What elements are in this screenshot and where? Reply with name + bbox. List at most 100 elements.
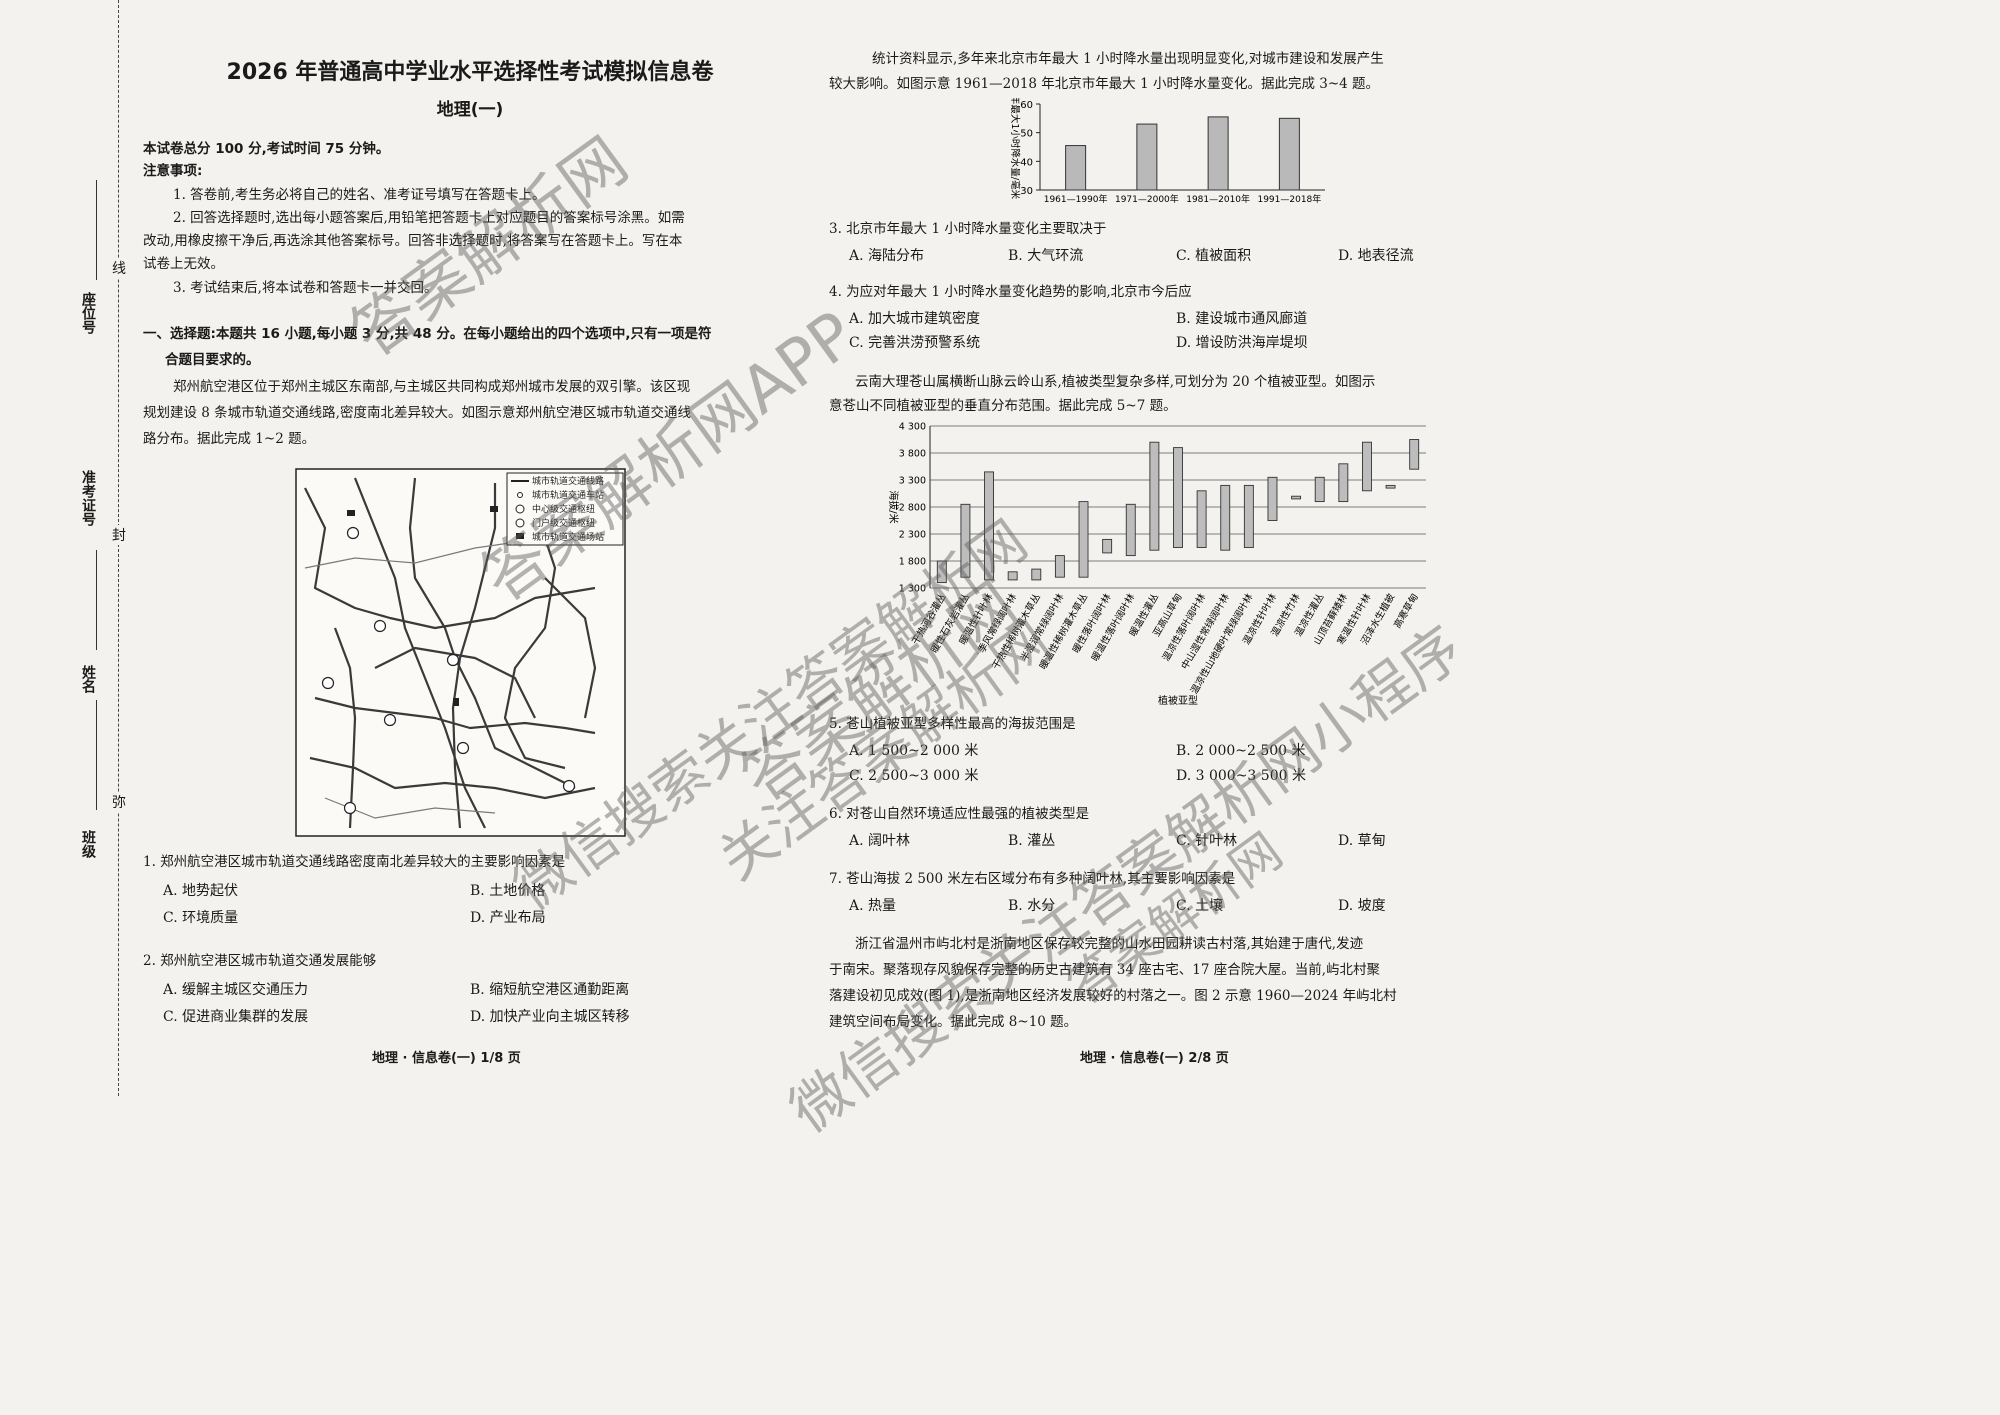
range-bar (1078, 501, 1089, 578)
q5-option-d[interactable]: D. 3 000~3 500 米 (1176, 768, 1306, 784)
y-tick-label: 60 (1020, 100, 1033, 111)
binding-char-seal: 封 (112, 525, 126, 545)
q3-option-d[interactable]: D. 地表径流 (1338, 248, 1414, 264)
x-axis-label: 植被亚型 (1158, 694, 1198, 707)
passage-4-line-1: 浙江省温州市屿北村是浙南地区保存较完整的山水田园耕读古村落,其始建于唐代,发迹 (855, 936, 1364, 952)
q2-option-a[interactable]: A. 缓解主城区交通压力 (163, 982, 309, 998)
x-tick-label: 1961—1990年 (1044, 193, 1108, 205)
q4-option-c[interactable]: C. 完善洪涝预警系统 (849, 335, 981, 351)
q6-option-c[interactable]: C. 针叶林 (1176, 833, 1238, 849)
y-axis-label: 海拔/米 (887, 490, 900, 523)
passage-4-line-4: 建筑空间布局变化。据此完成 8~10 题。 (829, 1014, 1078, 1030)
q3-stem: 3. 北京市年最大 1 小时降水量变化主要取决于 (829, 221, 1107, 237)
range-bar (960, 503, 971, 578)
x-tick-label: 1971—2000年 (1115, 193, 1179, 205)
legend-line: 城市轨道交通线路 (532, 475, 604, 487)
binding-char-secret: 弥 (112, 792, 126, 812)
range-bar (1125, 503, 1136, 557)
exam-subtitle: 地理(一) (436, 100, 504, 120)
q4-option-b[interactable]: B. 建设城市通风廊道 (1176, 311, 1308, 327)
exam-title: 2026 年普通高中学业水平选择性考试模拟信息卷 (226, 60, 714, 85)
y-tick-label: 30 (1020, 186, 1033, 197)
q4-option-a[interactable]: A. 加大城市建筑密度 (849, 311, 981, 327)
x-tick-label: 1991—2018年 (1257, 193, 1321, 205)
notice-item-2-cont: 改动,用橡皮擦干净后,再选涂其他答案标号。回答非选择题时,将答案写在答题卡上。写… (143, 233, 683, 249)
class-label: 班级 (80, 830, 96, 858)
range-bar (1314, 476, 1325, 503)
legend-gateway-hub: 门户级交通枢纽 (532, 517, 595, 529)
bar (1136, 123, 1158, 191)
y-tick-label: 1 800 (899, 557, 926, 568)
q6-option-a[interactable]: A. 阔叶林 (849, 833, 911, 849)
notice-heading: 注意事项: (143, 163, 203, 179)
q6-stem: 6. 对苍山自然环境适应性最强的植被类型是 (829, 806, 1090, 822)
notice-item-3: 3. 考试结束后,将本试卷和答题卡一并交回。 (173, 280, 438, 296)
metro-hub-icons (321, 526, 576, 815)
y-tick-label: 3 300 (899, 476, 926, 487)
y-tick-label: 40 (1020, 157, 1033, 168)
range-bar (1149, 441, 1160, 551)
range-bar (1054, 555, 1065, 578)
range-bar (1291, 495, 1302, 500)
q7-option-d[interactable]: D. 坡度 (1338, 898, 1386, 914)
legend-central-hub: 中心级交通枢纽 (532, 503, 595, 515)
q7-option-c[interactable]: C. 土壤 (1176, 898, 1224, 914)
range-bar (1338, 463, 1349, 503)
q3-option-b[interactable]: B. 大气环流 (1008, 248, 1084, 264)
q2-option-c[interactable]: C. 促进商业集群的发展 (163, 1009, 309, 1025)
range-bar (984, 471, 994, 581)
y-tick-label: 2 300 (899, 530, 926, 541)
passage-4-line-3: 落建设初见成效(图 1),是浙南地区经济发展较好的村落之一。图 2 示意 196… (829, 988, 1397, 1004)
seat-number-underline (96, 180, 97, 280)
q2-option-d[interactable]: D. 加快产业向主城区转移 (470, 1009, 630, 1025)
range-bar (936, 560, 947, 584)
q3-option-c[interactable]: C. 植被面积 (1176, 248, 1252, 264)
metro-map: 城市轨道交通线路 城市轨道交通车站 中心级交通枢纽 门户级交通枢纽 城市轨道交通… (295, 468, 626, 837)
q5-option-b[interactable]: B. 2 000~2 500 米 (1176, 743, 1306, 759)
q5-option-a[interactable]: A. 1 500~2 000 米 (849, 743, 979, 759)
x-tick-label: 1981—2010年 (1186, 193, 1250, 205)
range-bar (1102, 538, 1113, 554)
q5-stem: 5. 苍山植被亚型多样性最高的海拔范围是 (829, 716, 1076, 732)
q1-stem: 1. 郑州航空港区城市轨道交通线路密度南北差异较大的主要影响因素是 (143, 854, 566, 870)
q7-option-a[interactable]: A. 热量 (849, 898, 897, 914)
q1-option-d[interactable]: D. 产业布局 (470, 910, 546, 926)
y-tick-label: 4 300 (899, 422, 926, 433)
range-bar (1243, 484, 1254, 548)
passage-3-line-1: 云南大理苍山属横断山脉云岭山系,植被类型复杂多样,可划分为 20 个植被亚型。如… (855, 374, 1376, 390)
q7-option-b[interactable]: B. 水分 (1008, 898, 1056, 914)
q5-option-c[interactable]: C. 2 500~3 000 米 (849, 768, 979, 784)
total-score-text: 本试卷总分 100 分,考试时间 75 分钟。 (143, 141, 390, 157)
notice-item-2-cont2: 试卷上无效。 (143, 256, 224, 272)
q7-stem: 7. 苍山海拔 2 500 米左右区域分布有多种阔叶林,其主要影响因素是 (829, 871, 1236, 887)
notice-item-2: 2. 回答选择题时,选出每小题答案后,用铅笔把答题卡上对应题目的答案标号涂黑。如… (173, 210, 685, 226)
q6-option-b[interactable]: B. 灌丛 (1008, 833, 1056, 849)
q2-option-b[interactable]: B. 缩短航空港区通勤距离 (470, 982, 630, 998)
q3-option-a[interactable]: A. 海陆分布 (849, 248, 925, 264)
q1-option-b[interactable]: B. 土地价格 (470, 883, 546, 899)
q6-option-d[interactable]: D. 草甸 (1338, 833, 1386, 849)
y-axis-label: 年最大1小时降水量/毫米 (1009, 98, 1021, 200)
y-tick-label: 50 (1020, 129, 1033, 140)
passage-3-line-2: 意苍山不同植被亚型的垂直分布范围。据此完成 5~7 题。 (829, 398, 1177, 414)
bar (1207, 116, 1229, 191)
y-tick-label: 1 300 (899, 584, 926, 595)
range-bar (1267, 476, 1278, 521)
passage-2-line-2: 较大影响。如图示意 1961—2018 年北京市年最大 1 小时降水量变化。据此… (829, 76, 1380, 92)
metro-map-legend (506, 472, 624, 546)
q1-option-a[interactable]: A. 地势起伏 (163, 883, 239, 899)
passage-2-line-1: 统计资料显示,多年来北京市年最大 1 小时降水量出现明显变化,对城市建设和发展产… (872, 51, 1384, 67)
exam-number-label: 准考证号 (80, 470, 96, 526)
notice-item-1: 1. 答卷前,考生务必将自己的姓名、准考证号填写在答题卡上。 (173, 187, 546, 203)
range-bar (1007, 571, 1018, 581)
q4-stem: 4. 为应对年最大 1 小时降水量变化趋势的影响,北京市今后应 (829, 284, 1192, 300)
q4-option-d[interactable]: D. 增设防洪海岸堤坝 (1176, 335, 1308, 351)
legend-station: 城市轨道交通车站 (532, 489, 604, 501)
q1-option-c[interactable]: C. 环境质量 (163, 910, 239, 926)
passage-1-line-2: 规划建设 8 条城市轨道交通线路,密度南北差异较大。如图示意郑州航空港区城市轨道… (143, 405, 691, 421)
passage-1-line-3: 路分布。据此完成 1~2 题。 (143, 431, 316, 447)
passage-4-line-2: 于南宋。聚落现存风貌保存完整的历史古建筑有 34 座古宅、17 座合院大屋。当前… (829, 962, 1381, 978)
y-tick-label: 3 800 (899, 449, 926, 460)
